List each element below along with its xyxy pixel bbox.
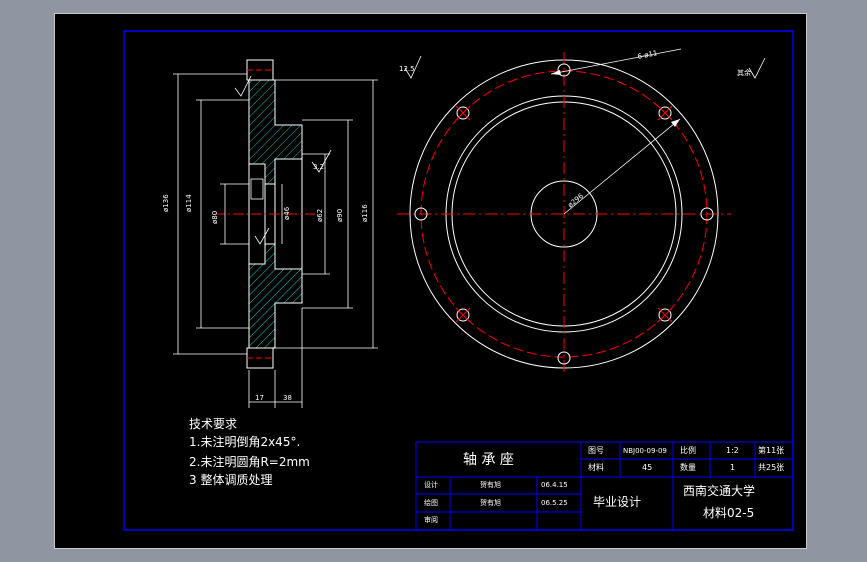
dim-label: ø62 <box>316 208 324 222</box>
bolt-hole <box>456 308 470 322</box>
bolt-hole-leader <box>550 48 682 75</box>
scale-label: 比例 <box>680 446 696 455</box>
bolt-hole <box>414 207 428 221</box>
roughness-note: 其余 <box>737 69 751 77</box>
tech-req-item: 2.未注明圆角R=2mm <box>189 455 310 469</box>
project-name: 毕业设计 <box>593 495 642 509</box>
front-view <box>397 48 766 376</box>
section-hatch-upper <box>248 79 303 185</box>
tech-req-item: 1.未注明倒角2x45°. <box>189 435 301 449</box>
bolt-hole <box>658 308 672 322</box>
quantity-label: 数量 <box>680 463 696 472</box>
dim-label: ø80 <box>211 210 219 224</box>
check-label: 绘图 <box>424 499 438 507</box>
bolt-hole <box>700 207 714 221</box>
school-name: 西南交通大学 <box>683 484 756 498</box>
designer: 贺有旭 <box>480 481 501 489</box>
title-block <box>415 441 794 531</box>
drawing-sheet: 技术要求 1.未注明倒角2x45°. 2.未注明圆角R=2mm 3 整体调质处理… <box>54 13 807 549</box>
scale: 1:2 <box>726 446 739 455</box>
section-view <box>173 59 378 408</box>
review-label: 审阅 <box>424 516 438 524</box>
drawing-no: NBJ00-09-09 <box>623 447 667 455</box>
plate-dia-leader <box>563 118 681 215</box>
sheet-no: 第11张 <box>758 446 785 455</box>
dim-label: ø116 <box>361 204 369 222</box>
dim-label: ø114 <box>185 194 193 212</box>
dim-label: ø136 <box>162 194 170 212</box>
checker: 贺有旭 <box>480 499 501 507</box>
class-name: 材料02-5 <box>703 506 755 520</box>
dim-label: ø90 <box>336 208 344 222</box>
design-date: 06.4.15 <box>541 481 568 489</box>
total-sheets: 共25张 <box>758 463 785 472</box>
cad-drawing <box>123 30 794 531</box>
design-label: 设计 <box>424 481 438 489</box>
material: 45 <box>642 463 653 472</box>
check-date: 06.5.25 <box>541 499 568 507</box>
tech-req-title: 技术要求 <box>189 417 238 431</box>
quantity: 1 <box>730 463 736 472</box>
roughness-label: 12.5 <box>399 65 415 73</box>
dim-label: 38 <box>283 394 292 402</box>
dim-label: ø46 <box>283 206 291 220</box>
drawing-no-label: 图号 <box>588 446 604 455</box>
dim-label: 17 <box>255 394 264 402</box>
tech-req-item: 3 整体调质处理 <box>189 473 273 487</box>
bolt-hole <box>557 351 571 365</box>
roughness-label: 3.2 <box>313 163 325 171</box>
part-name: 轴 承 座 <box>463 452 514 468</box>
bolt-hole <box>658 106 672 120</box>
bolt-hole <box>456 106 470 120</box>
section-hatch-lower <box>248 243 303 349</box>
material-label: 材料 <box>588 463 604 472</box>
